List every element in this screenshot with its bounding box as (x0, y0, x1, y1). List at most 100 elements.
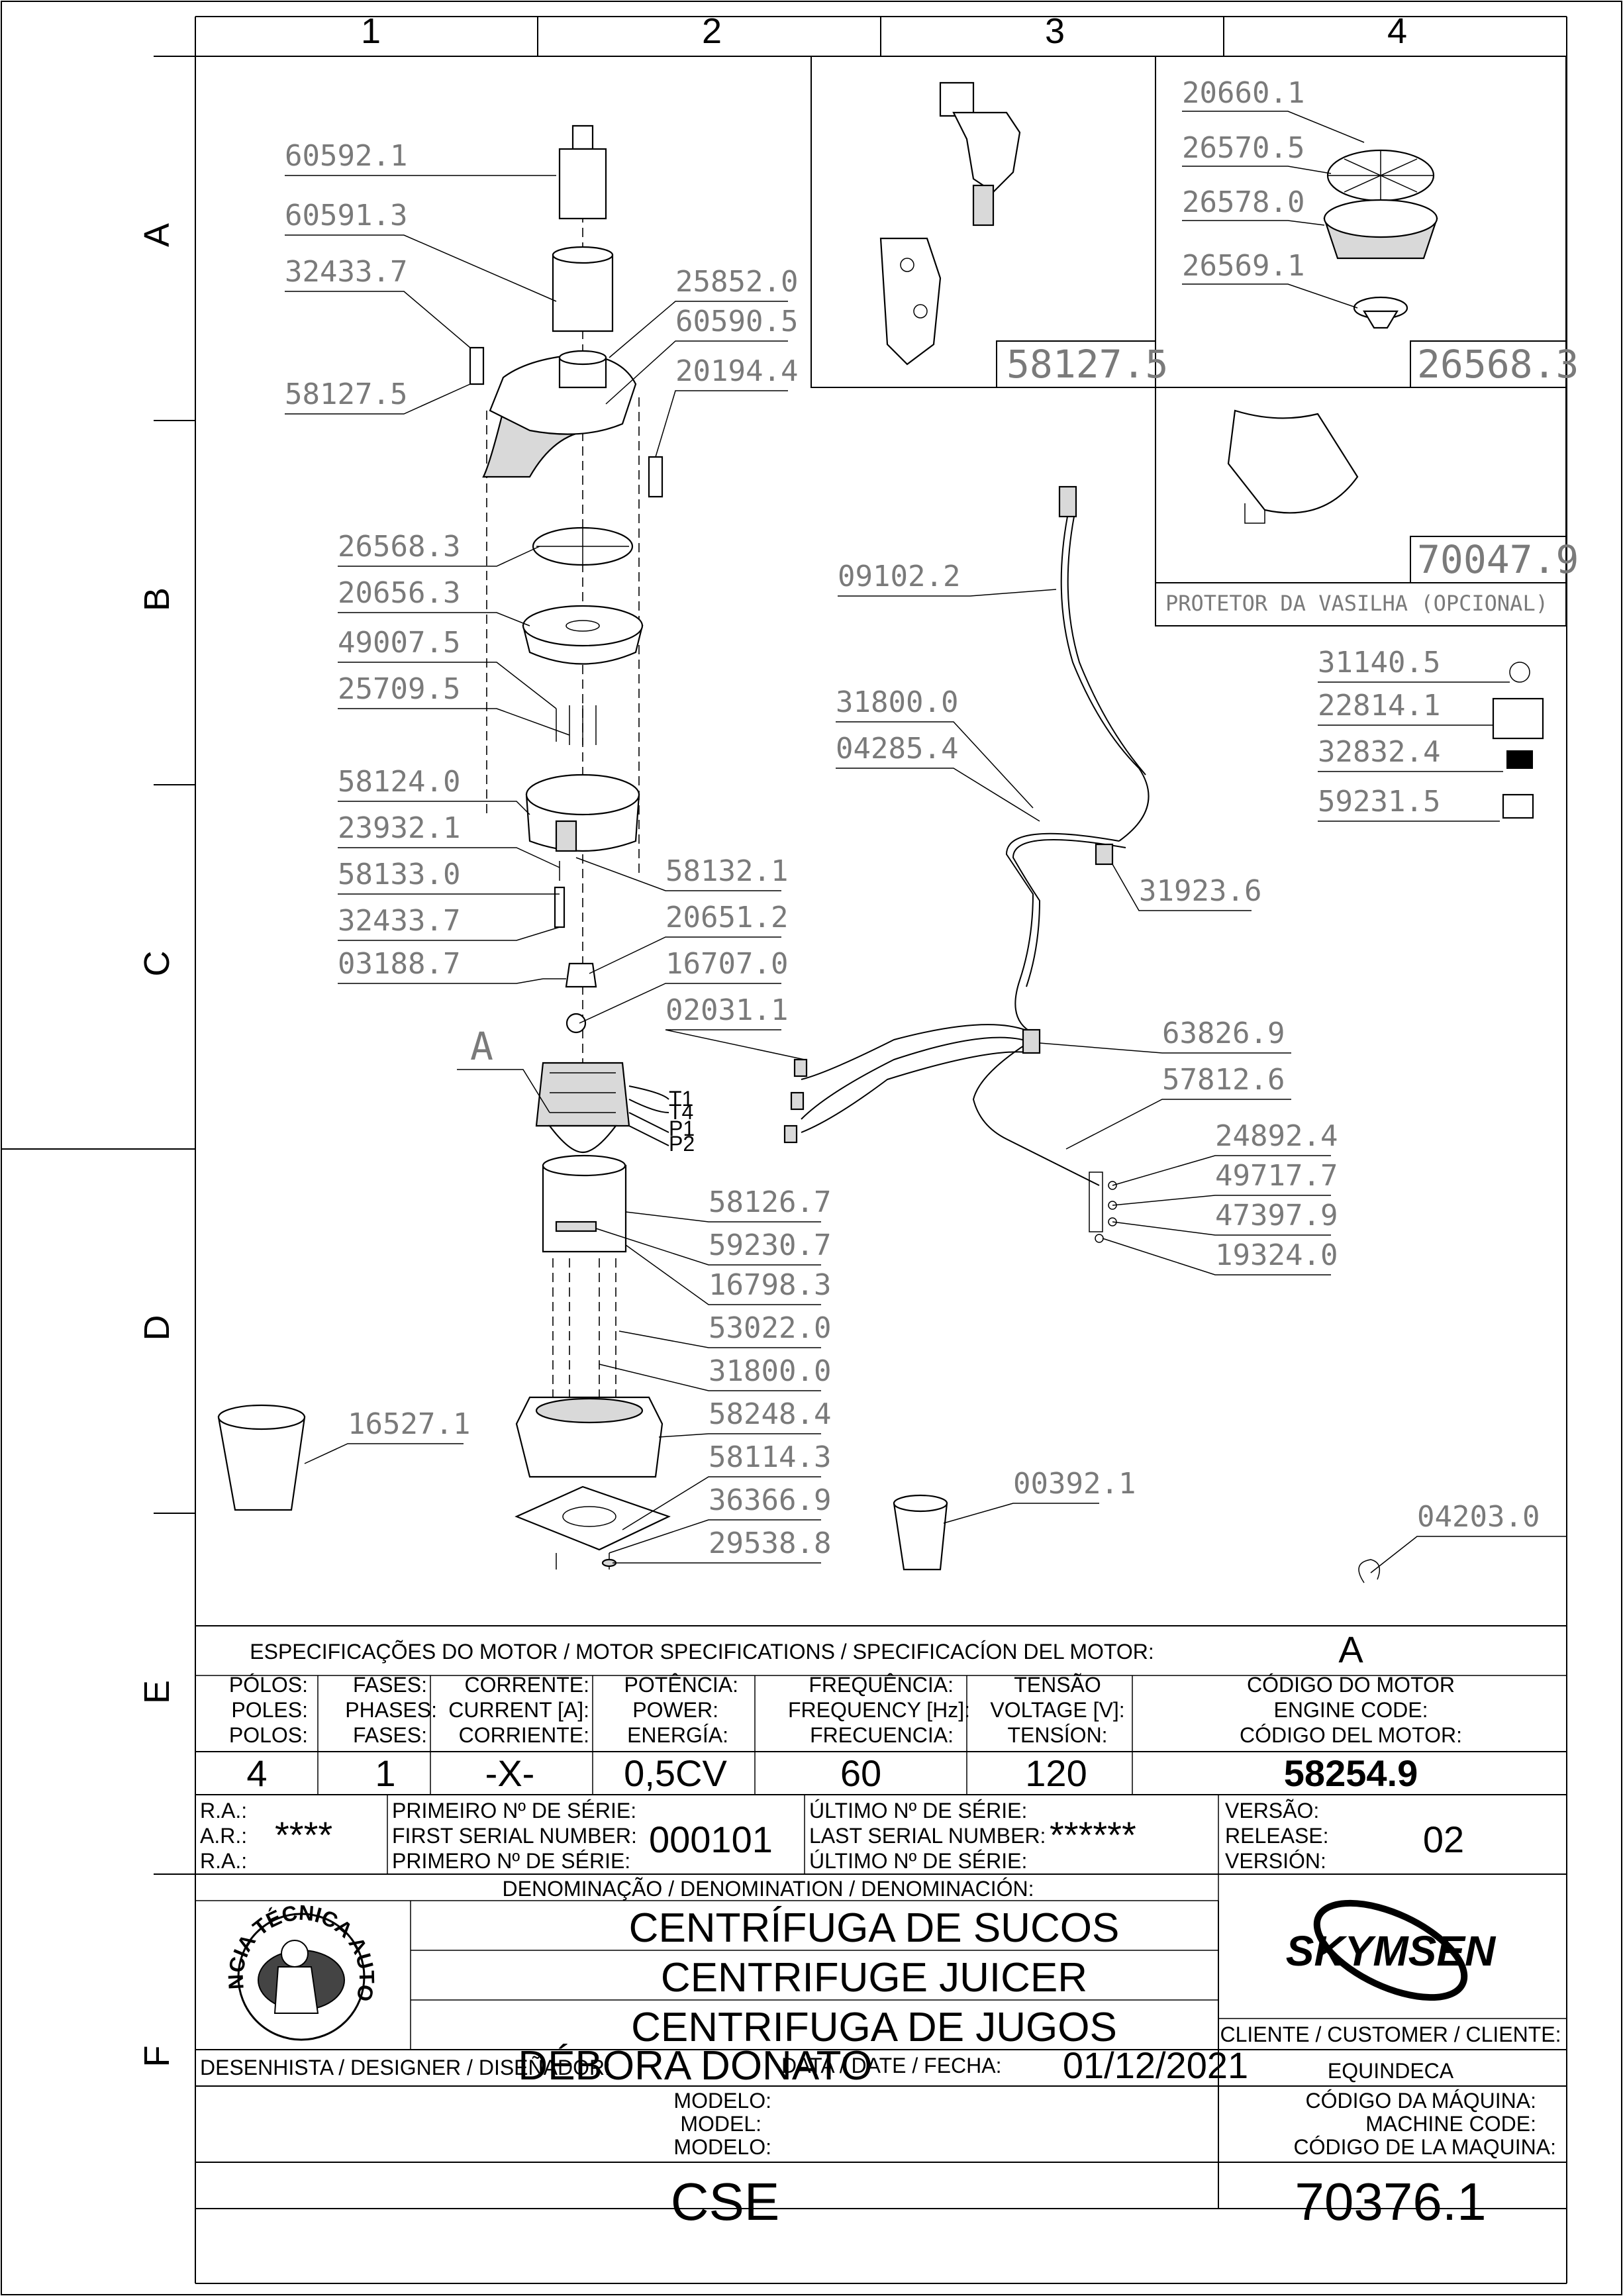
last-serial-label-2: LAST SERIAL NUMBER: (809, 1824, 1046, 1848)
part-03188-7: 03188.7 (338, 947, 460, 981)
val-voltage: 120 (1025, 1752, 1087, 1794)
version-label-1: VERSÃO: (1225, 1799, 1319, 1822)
motor-detail-label: A (470, 1024, 493, 1069)
part-26568-3: 26568.3 (338, 530, 460, 564)
cable-part-labels: 09102.2 31800.0 04285.4 31923.6 63826.9 … (836, 560, 1338, 1275)
name-en: CENTRIFUGE JUICER (661, 1955, 1087, 2001)
power-cable (783, 485, 1150, 1243)
hdr-voltage-1: TENSÃO (1014, 1673, 1101, 1697)
motor-spec-table: ESPECIFICAÇÕES DO MOTOR / MOTOR SPECIFIC… (195, 1625, 1567, 1795)
part-58114-3: 58114.3 (709, 1440, 831, 1474)
terminal-t1: T1 (669, 1087, 693, 1111)
hdr-current-1: CORRENTE: (465, 1673, 589, 1697)
main-assembly (217, 125, 1381, 1583)
hdr-freq-1: FREQUÊNCIA: (809, 1673, 954, 1697)
part-58127-5: 58127.5 (285, 377, 407, 411)
part-09102-2: 09102.2 (838, 560, 960, 593)
terminal-p2: P2 (669, 1132, 695, 1156)
part-04203-0: 04203.0 (1417, 1500, 1540, 1534)
grid-row-d: D (137, 1315, 177, 1341)
part-58124-0: 58124.0 (338, 765, 460, 799)
motor-spec-title: ESPECIFICAÇÕES DO MOTOR / MOTOR SPECIFIC… (250, 1640, 1154, 1664)
detail-filter-part-1: 20660.1 (1182, 76, 1304, 110)
authorized-service-seal: ASSISTÊNCIA TÉCNICA AUTORIZADA (0, 0, 379, 2041)
denomination-label: DENOMINAÇÃO / DENOMINATION / DENOMINACIÓ… (503, 1877, 1034, 1901)
brand-name: SKYMSEN (1286, 1927, 1497, 1975)
terminal-p1: P1 (669, 1117, 695, 1140)
part-60592-1: 60592.1 (285, 139, 407, 173)
svg-text:ASSISTÊNCIA TÉCNICA AUTORIZADA: ASSISTÊNCIA TÉCNICA AUTORIZADA (0, 0, 379, 2004)
hdr-power-2: POWER: (632, 1698, 718, 1722)
motor-spec-ref: A (1338, 1628, 1363, 1670)
val-engine-code: 58254.9 (1284, 1752, 1418, 1794)
part-57812-6: 57812.6 (1162, 1063, 1285, 1097)
ground-symbol-icon (1509, 662, 1530, 683)
part-24892-4: 24892.4 (1215, 1119, 1338, 1153)
last-serial-label-3: ÚLTIMO Nº DE SÉRIE: (809, 1849, 1027, 1873)
detail-boxes (811, 56, 1567, 626)
val-current: -X- (485, 1752, 535, 1794)
part-20656-3: 20656.3 (338, 576, 460, 610)
part-32433-7-b: 32433.7 (338, 904, 460, 938)
ra-value: **** (275, 1814, 332, 1856)
hdr-poles-1: PÓLOS: (229, 1673, 308, 1697)
part-31923-6: 31923.6 (1139, 874, 1261, 908)
model-label-3: MODELO: (673, 2135, 771, 2159)
grid-row-f: F (137, 2046, 177, 2068)
seal-text: ASSISTÊNCIA TÉCNICA AUTORIZADA (0, 0, 379, 2004)
grid-row-b: B (137, 587, 177, 611)
hdr-engine-3: CÓDIGO DEL MOTOR: (1240, 1723, 1462, 1747)
version-label-3: VERSIÓN: (1225, 1849, 1326, 1873)
machine-code-label-1: CÓDIGO DA MÁQUINA: (1306, 2089, 1536, 2113)
version-label-2: RELEASE: (1225, 1824, 1329, 1848)
part-58132-1: 58132.1 (665, 854, 788, 888)
machine-code-value: 70376.1 (1295, 2172, 1486, 2231)
hdr-poles-3: POLOS: (229, 1723, 308, 1747)
part-60590-5: 60590.5 (675, 305, 798, 338)
grid-labels: 1 2 3 4 A B C D E F (137, 11, 1407, 2068)
grid-row-a: A (137, 223, 177, 247)
detail-filter-part-5: 26568.3 (1417, 342, 1579, 387)
hdr-power-3: ENERGÍA: (627, 1723, 728, 1747)
part-29538-8: 29538.8 (709, 1526, 831, 1560)
hdr-phases-2: PHASES: (345, 1698, 437, 1722)
part-20651-2: 20651.2 (665, 901, 788, 934)
hdr-engine-2: ENGINE CODE: (1274, 1698, 1428, 1722)
grid-row-c: C (137, 951, 177, 977)
hdr-poles-2: POLES: (231, 1698, 308, 1722)
part-16798-3: 16798.3 (709, 1268, 831, 1302)
detail-filter-part-2: 26570.5 (1182, 131, 1304, 165)
part-20194-4: 20194.4 (675, 354, 798, 388)
detail-guard-part: 70047.9 (1417, 537, 1579, 582)
part-47397-9: 47397.9 (1215, 1199, 1338, 1232)
part-16527-1: 16527.1 (348, 1407, 470, 1441)
main-part-labels: 60592.1 60591.3 32433.7 58127.5 25852.0 … (285, 139, 1540, 1560)
label-parts: 31140.5 22814.1 32832.4 59231.5 (1318, 646, 1544, 822)
part-19324-0: 19324.0 (1215, 1238, 1338, 1272)
detail-latch-part-number: 58127.5 (1007, 342, 1168, 387)
date-value: 01/12/2021 (1063, 2044, 1248, 2086)
detail-filter: 20660.1 26570.5 26578.0 26569.1 26568.3 (1182, 76, 1579, 387)
first-serial-value: 000101 (649, 1819, 773, 1860)
machine-code-label-3: CÓDIGO DE LA MAQUINA: (1293, 2135, 1556, 2159)
part-53022-0: 53022.0 (709, 1311, 831, 1345)
detail-guard: 70047.9 PROTETOR DA VASILHA (OPCIONAL) (1165, 409, 1579, 616)
brand-logo: SKYMSEN (1286, 1899, 1497, 2001)
part-36366-9: 36366.9 (709, 1483, 831, 1517)
machine-code-label-2: MACHINE CODE: (1365, 2112, 1536, 2136)
last-serial-label-1: ÚLTIMO Nº DE SÉRIE: (809, 1799, 1027, 1822)
hdr-phases-3: FASES: (353, 1723, 427, 1747)
detail-filter-part-4: 26569.1 (1182, 249, 1304, 283)
part-02031-1: 02031.1 (665, 993, 788, 1027)
designer-label: DESENHISTA / DESIGNER / DISEÑADOR: (200, 2056, 611, 2079)
terminal-labels: T1 T4 P1 P2 (669, 1087, 695, 1156)
customer-label: CLIENTE / CUSTOMER / CLIENTE: (1220, 2022, 1561, 2046)
grid-row-e: E (137, 1680, 177, 1704)
model-label-2: MODEL: (680, 2112, 762, 2136)
part-16707-0: 16707.0 (665, 947, 788, 981)
part-31140-5: 31140.5 (1318, 646, 1440, 679)
hdr-phases-1: FASES: (353, 1673, 427, 1697)
val-frequency: 60 (840, 1752, 881, 1794)
